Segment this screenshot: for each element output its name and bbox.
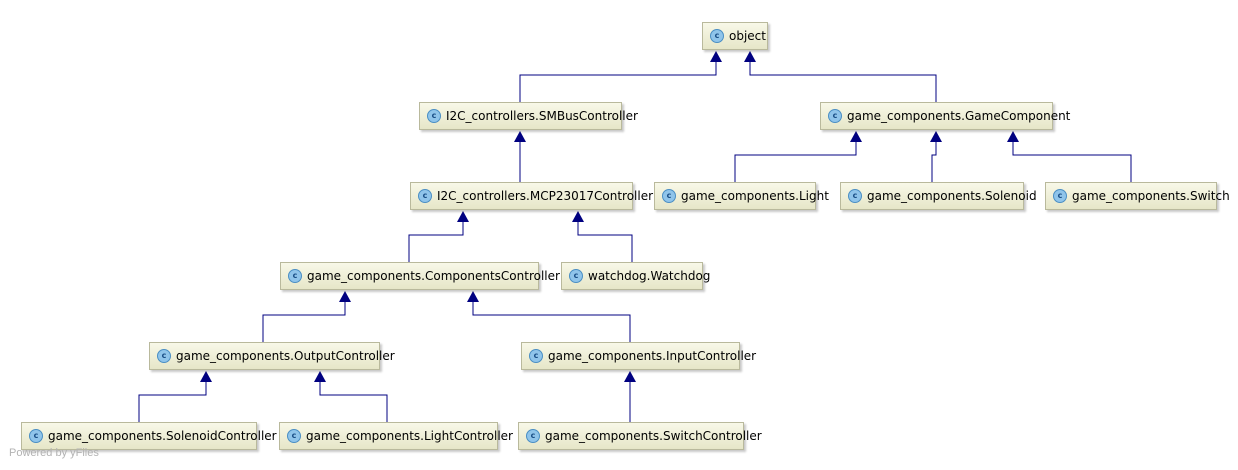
class-icon: c [427,109,441,123]
class-icon: c [288,269,302,283]
inheritance-edge-outctrl-to-compctrl [262,302,346,342]
inheritance-arrowhead [850,131,862,142]
class-node-label: game_components.Solenoid [867,189,1037,203]
inheritance-edge-solctrl-to-outctrl [138,382,207,422]
inheritance-arrowhead [744,51,756,62]
inheritance-edge-switch-to-gamecomp [1012,142,1132,182]
class-node-lightctrl[interactable]: c game_components.LightController [279,422,513,450]
class-icon: c [418,189,432,203]
class-node-label: game_components.SwitchController [545,429,762,443]
class-node-solenoid[interactable]: c game_components.Solenoid [840,182,1037,210]
class-node-mcp[interactable]: c I2C_controllers.MCP23017Controller [410,182,653,210]
class-node-smbus[interactable]: c I2C_controllers.SMBusController [419,102,638,130]
inheritance-edge-lightctrl-to-outctrl [319,382,388,422]
inheritance-edge-smbus-to-object [519,62,717,102]
class-icon: c [29,429,43,443]
class-icon: c [157,349,171,363]
class-node-label: game_components.OutputController [176,349,395,363]
class-node-label: game_components.ComponentsController [307,269,560,283]
watermark: Powered by yFiles [9,447,99,459]
inheritance-arrowhead [514,131,526,142]
inheritance-arrowhead [200,371,212,382]
inheritance-arrowhead [457,211,469,222]
class-icon: c [710,29,724,43]
class-icon: c [287,429,301,443]
inheritance-edge-gamecomp-to-object [749,62,937,102]
class-node-light[interactable]: c game_components.Light [654,182,829,210]
class-node-label: game_components.Light [681,189,829,203]
class-node-label: I2C_controllers.MCP23017Controller [437,189,654,203]
class-node-solctrl[interactable]: c game_components.SolenoidController [21,422,277,450]
class-node-label: I2C_controllers.SMBusController [446,109,638,123]
inheritance-edge-inctrl-to-compctrl [472,302,631,342]
class-node-label: game_components.InputController [548,349,757,363]
class-node-swctrl[interactable]: c game_components.SwitchController [518,422,762,450]
inheritance-arrowhead [624,371,636,382]
class-node-outctrl[interactable]: c game_components.OutputController [149,342,395,370]
class-icon: c [569,269,583,283]
class-node-label: game_components.SolenoidController [48,429,277,443]
class-node-label: game_components.GameComponent [847,109,1071,123]
class-node-label: game_components.LightController [306,429,513,443]
class-node-inctrl[interactable]: c game_components.InputController [521,342,756,370]
class-node-label: game_components.Switch [1072,189,1230,203]
inheritance-arrowhead [710,51,722,62]
inheritance-arrowhead [1007,131,1019,142]
class-node-label: object [729,29,766,43]
class-icon: c [828,109,842,123]
inheritance-arrowhead [339,291,351,302]
class-icon: c [529,349,543,363]
inheritance-edge-watchdog-to-mcp [577,222,633,262]
class-node-gamecomp[interactable]: c game_components.GameComponent [820,102,1070,130]
class-icon: c [662,189,676,203]
class-icon: c [526,429,540,443]
inheritance-edge-compctrl-to-mcp [408,222,464,262]
inheritance-arrowhead [572,211,584,222]
inheritance-arrowhead [930,131,942,142]
inheritance-arrowhead [467,291,479,302]
class-node-switch[interactable]: c game_components.Switch [1045,182,1230,210]
class-node-compctrl[interactable]: c game_components.ComponentsController [280,262,560,290]
inheritance-edge-solenoid-to-gamecomp [931,142,937,182]
class-node-watchdog[interactable]: c watchdog.Watchdog [561,262,710,290]
inheritance-edge-light-to-gamecomp [734,142,857,182]
class-icon: c [848,189,862,203]
class-node-label: watchdog.Watchdog [588,269,711,283]
class-icon: c [1053,189,1067,203]
inheritance-arrowhead [314,371,326,382]
